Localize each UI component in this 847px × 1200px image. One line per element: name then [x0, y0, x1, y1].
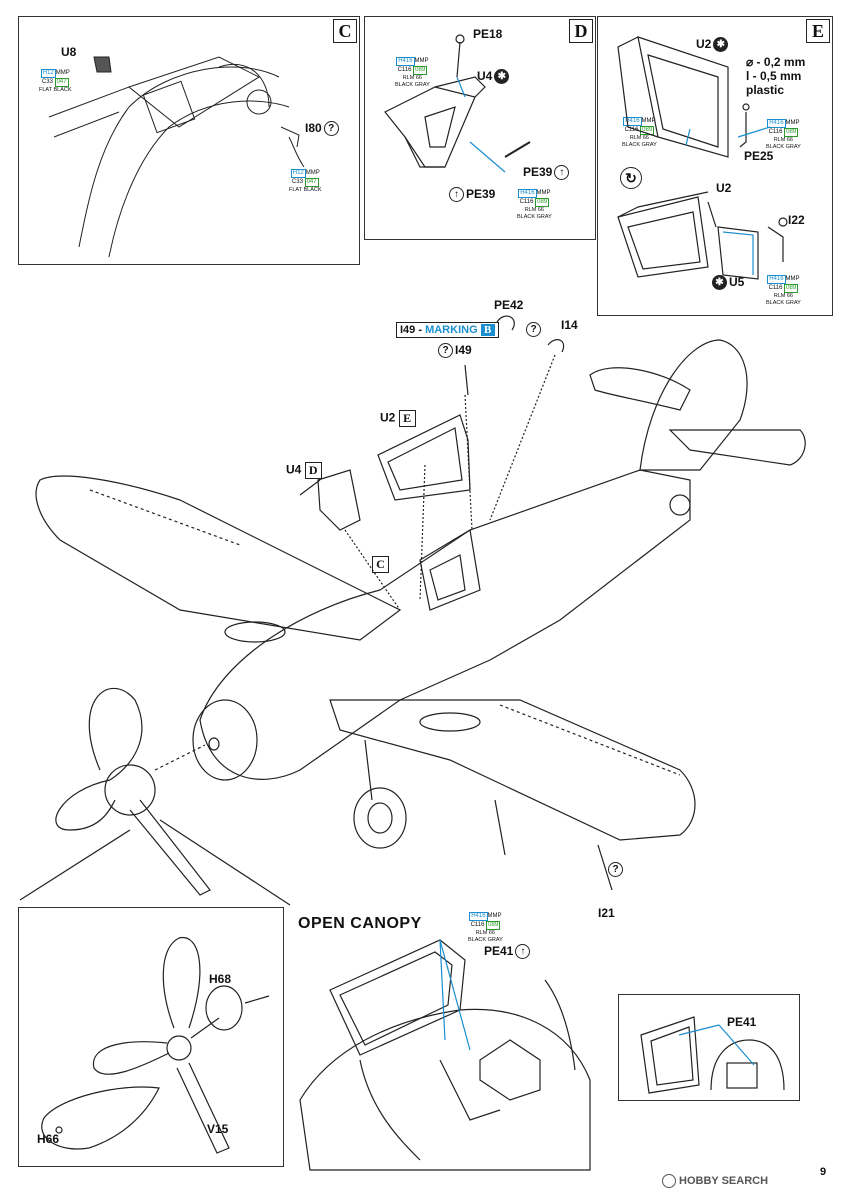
star-icon: ✱ — [712, 275, 727, 291]
arrow-up-icon: ↑ — [515, 944, 531, 960]
panel-propeller: H68 H66 V15 — [18, 907, 284, 1167]
part-u8-label: U8 — [61, 45, 77, 59]
part-i21-label: I21 — [598, 906, 615, 920]
part-u2-main-label: U2 E — [380, 410, 416, 427]
page-number: 9 — [820, 1166, 827, 1178]
part-pe25-label: PE25 — [744, 149, 774, 163]
question-icon: ? — [608, 862, 623, 878]
part-i14-label: I14 — [561, 318, 578, 332]
rotate-icon: ↻ — [618, 167, 644, 189]
length-spec: l - 0,5 mm — [746, 69, 802, 83]
panel-d-letter: D — [569, 19, 593, 43]
pe41-detail-drawing — [640, 1016, 785, 1094]
arrow-up-icon: ↑ — [554, 165, 570, 181]
part-u4-main-label: U4 D — [286, 462, 322, 479]
part-u4-label: U4✱ — [477, 69, 511, 85]
part-v15-label: V15 — [207, 1122, 229, 1136]
part-i22-label: I22 — [788, 213, 805, 227]
ref-d-box: D — [304, 462, 322, 479]
part-pe18-label: PE18 — [473, 27, 503, 41]
panel-e: E U2✱ ⌀ - 0,2 mm l - 0,5 mm plastic H416… — [597, 16, 833, 316]
question-icon: ? — [526, 322, 541, 338]
watermark-logo-icon — [662, 1174, 676, 1188]
panel-pe41-detail: PE41 — [618, 994, 800, 1101]
question-icon: ? — [438, 343, 453, 359]
panel-c-drawing — [48, 56, 305, 258]
arrow-up-icon: ↑ — [449, 187, 464, 203]
propeller-drawing — [41, 937, 270, 1154]
part-pe39-right-label: PE39↑ — [523, 165, 571, 181]
question-icon: ? — [323, 121, 339, 137]
part-pe42-label: PE42 — [494, 298, 524, 312]
watermark: HOBBY SEARCH — [662, 1174, 768, 1188]
panel-e-letter: E — [806, 19, 830, 43]
part-pe39-left-label: ↑PE39 — [447, 187, 495, 203]
open-canopy-title: OPEN CANOPY — [298, 915, 422, 932]
star-icon: ✱ — [494, 69, 510, 85]
part-i49-label: ?I49 — [436, 343, 472, 359]
ref-e-box: E — [398, 410, 416, 427]
ref-c-box: C — [372, 556, 389, 573]
brass-wire-spec: ⌀ - 0,2 mm l - 0,5 mm plastic — [746, 55, 805, 97]
part-i80-label: I80? — [305, 121, 341, 137]
diameter-spec: ⌀ - 0,2 mm — [746, 55, 806, 69]
panel-d-drawing — [384, 34, 531, 173]
part-pe41-canopy-label: PE41↑ — [484, 944, 532, 960]
panel-c-letter: C — [333, 19, 357, 43]
part-u5-label: ✱U5 — [710, 275, 744, 291]
part-pe41-detail-label: PE41 — [727, 1015, 757, 1029]
panel-e-drawing — [617, 36, 788, 280]
part-u2-label: U2✱ — [696, 37, 730, 53]
star-icon: ✱ — [713, 37, 729, 53]
pe42-question: ? — [524, 322, 543, 338]
material-spec: plastic — [746, 83, 785, 97]
part-h68-label: H68 — [209, 972, 232, 986]
part-u2-second-label: U2 — [716, 181, 732, 195]
i21-question: ? — [606, 862, 625, 878]
